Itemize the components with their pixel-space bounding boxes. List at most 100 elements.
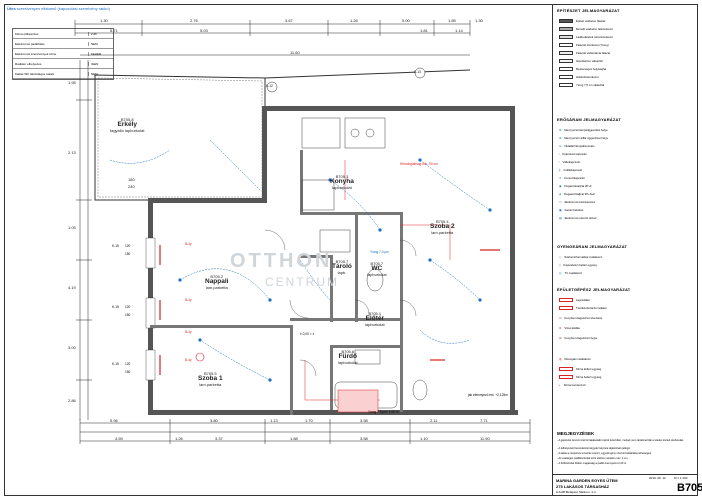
legend-item: ✕Keresztkapcsoló — [559, 176, 585, 180]
balcony-mark-top: 180 — [128, 177, 135, 182]
legend-item: Mesterséges helyiségfal — [559, 66, 695, 72]
legend-item: ◈Dugaszolóaljzat 3P+N+F — [559, 192, 596, 196]
info-label: Kádas WC látszólagos toalett — [15, 71, 55, 76]
legend-item: Törölközőszárító radiátor — [559, 305, 695, 311]
legend-item: ⁄Váltókapcsoló — [559, 160, 580, 164]
watermark-line2: CENTRUM — [265, 275, 339, 289]
dim-bottom-2: 11.90 — [480, 436, 490, 441]
legend-section-title: GYENGEÁRAM JELMAGYARÁZAT — [557, 244, 628, 249]
dimension-lines-top — [74, 20, 471, 56]
dimension-lines-bottom — [79, 419, 531, 444]
dim-bottom-2: 1.10 — [420, 436, 428, 441]
info-label: Elektromos szerelvények színe — [15, 51, 57, 56]
notes-title: MEGJEGYZÉSEK — [557, 431, 595, 436]
info-label: Klíma előkészítés — [15, 31, 39, 36]
dim-left: 3.00 — [68, 345, 76, 350]
door-label: B-4y — [185, 298, 192, 302]
project-address: H-1138 Budapest, Marina u. 2-4. — [556, 490, 597, 494]
kitchen-fixtures — [301, 117, 386, 253]
header-title: szerelvényes ellátamű (kapcsolási szerel… — [16, 6, 110, 11]
dim-left: 2.13 — [68, 150, 76, 155]
dim-top: 3.67 — [285, 18, 293, 23]
window-label: K-15 — [112, 305, 119, 309]
window-openings — [145, 237, 156, 381]
dim-top-2: 5.71 — [110, 28, 118, 33]
legend-item: ⊙Konyhai szagelszívó kivezetés — [559, 316, 603, 320]
balcony-mark-bottom: 240 — [128, 184, 135, 189]
watermark-line1: OTTHON — [230, 250, 333, 272]
door-label: B-4y — [185, 358, 192, 362]
legend-item: Ytong 7,5 cm válaszfal — [559, 82, 695, 88]
legend-item: ▭Elektromos fal-kivezetés — [559, 200, 595, 204]
info-table: Klíma előkészítés 2 db Elektromos padlófű… — [12, 28, 114, 80]
legend-panel: ÉPÍTÉSZET JELMAGYARÁZAT Épített vasbeton… — [552, 4, 702, 496]
legend-item: Ladderáttetett nézetszerkezet — [559, 34, 695, 40]
dim-left: 4.19 — [68, 285, 76, 290]
dim-left: 2.86 — [68, 398, 76, 403]
radiators — [159, 245, 500, 375]
balcony-outline — [94, 74, 266, 201]
dim-top: 1.85 — [448, 18, 456, 23]
info-value: 2 db — [88, 31, 113, 36]
window-dim-a: 120 — [125, 362, 131, 366]
dim-bottom-2: 4.59 — [115, 436, 123, 441]
drawing-scale: M = 1:100 — [674, 476, 688, 480]
header-prefix: Ütes — [7, 6, 16, 11]
dim-bottom: 7.71 — [480, 418, 488, 423]
legend-item: ▣Kazán bekötés — [559, 208, 584, 212]
legend-item: Klíma beltéri egység — [559, 374, 695, 380]
legend-item: ◇Telefon/informatikai csatlakozó — [559, 255, 603, 259]
note-item: - A felhelyezett berendezési tárgyak hel… — [557, 447, 631, 450]
electrical-outlets — [178, 158, 492, 382]
info-value: NEM — [88, 41, 113, 46]
legend-item: ⊞Konyhai szagelszívó helye — [559, 336, 598, 340]
legend-item: ▯Kaputelefon beltéri egység — [559, 263, 597, 267]
dim-top: 2.76 — [190, 18, 198, 23]
dim-bottom: 2.11 — [430, 418, 438, 423]
legend-item: Épített vasbeton falazat — [559, 18, 695, 24]
dim-top-2: 5.03 — [200, 28, 208, 33]
legend-item: ◐Klíma kondenzvíz — [559, 383, 586, 387]
sheet-frame — [4, 4, 698, 496]
window-dim-b: 150 — [125, 252, 131, 256]
info-row: Elektromos szerelvények színe FEHER — [13, 49, 113, 59]
legend-item: Monolit vasbeton falszerkezet — [559, 26, 695, 32]
project-name: MARINA GARDEN EGYES ÜTEM — [556, 478, 618, 483]
legend-item: Klíma kültéri egység — [559, 366, 695, 372]
dim-bottom-2: 1.88 — [290, 436, 298, 441]
dim-top: 1.26 — [350, 18, 358, 23]
dim-top-2: 1.14 — [455, 28, 463, 33]
info-value: NEM — [88, 71, 113, 76]
legend-item: Gipszkarton válaszfal — [559, 58, 695, 64]
dimension-lines-left — [76, 60, 92, 420]
elevation-note: ± 0,00 = ± — [300, 332, 315, 336]
info-row: Elektromos padlófűtés NEM — [13, 39, 113, 49]
legend-section-title: ERŐSÁRAM JELMAGYARÁZAT — [557, 117, 621, 122]
door-label: B-4y — [185, 242, 192, 246]
legend-item: ▤Elektromos elosztó doboz — [559, 216, 597, 220]
note-item: - A fürdőszobai födém magasság a padló-m… — [557, 462, 627, 465]
door-label: B-4y — [185, 330, 192, 334]
drawing-date: 2019. 09. 12 — [649, 476, 666, 480]
legend-section-title: ÉPÜLETGÉPÉSZ JELMAGYARÁZAT — [557, 287, 631, 292]
info-value: FEHER — [88, 51, 113, 56]
legend-item: ◍Mosogató csatlakozó — [559, 357, 591, 361]
roof-edge — [264, 69, 471, 79]
grid-label: K-13 — [414, 70, 421, 74]
dim-bottom: 5.96 — [110, 418, 118, 423]
window-dim-a: 120 — [125, 244, 131, 248]
window-label: K-15 — [112, 244, 119, 248]
kitchen-note: Hidrofoglaltság min. 90 cm — [400, 162, 438, 166]
legend-item: ∕Kétpólusú kapcsoló — [559, 152, 587, 156]
window-dim-b: 150 — [125, 370, 131, 374]
info-label: Elektromos padlófűtés — [15, 41, 45, 46]
dim-top: 1.30 — [100, 18, 108, 23]
